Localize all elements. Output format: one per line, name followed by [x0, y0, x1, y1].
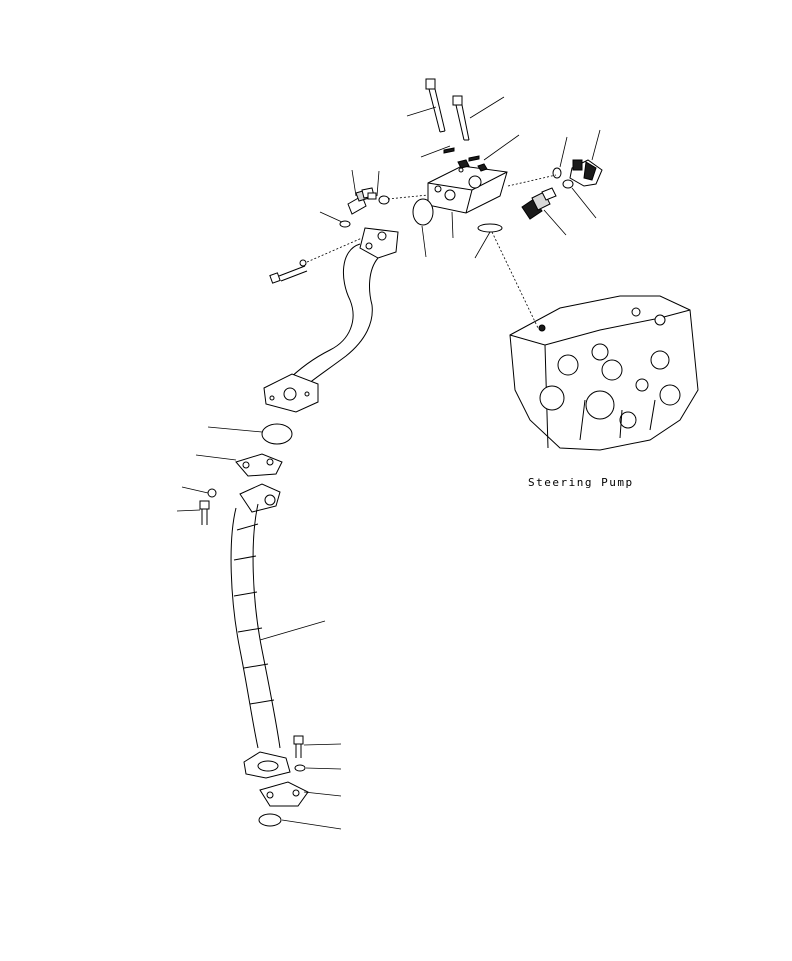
steering-pump — [509, 295, 699, 451]
o-ring-large — [412, 198, 434, 226]
o-ring-lower — [258, 813, 282, 827]
o-ring-sensor — [552, 167, 562, 179]
sensor-switch — [569, 159, 603, 187]
leader-lines — [176, 96, 601, 830]
hose — [230, 483, 291, 779]
o-ring-pump — [477, 223, 503, 233]
diagram-caption: Steering Pump — [528, 476, 634, 489]
bolt-pipe — [269, 259, 308, 284]
bolt-upper — [199, 500, 210, 525]
split-flange-lower — [259, 781, 309, 807]
o-ring-switch — [562, 179, 574, 189]
elbow-fitting — [347, 187, 377, 215]
bolt-lower — [293, 735, 304, 758]
long-bolt-left — [425, 78, 446, 133]
pressure-switch — [521, 187, 557, 220]
washer-upper — [207, 488, 217, 498]
o-ring-pipe — [339, 220, 351, 228]
washers — [443, 147, 480, 162]
small-o-ring — [378, 195, 390, 205]
o-ring-upper — [261, 423, 293, 445]
washer-lower — [294, 764, 306, 772]
assembly-lines — [306, 174, 557, 329]
pipe — [263, 227, 399, 413]
split-flange-upper — [235, 453, 283, 477]
long-bolt-right — [452, 95, 470, 141]
valve-block — [427, 159, 508, 214]
